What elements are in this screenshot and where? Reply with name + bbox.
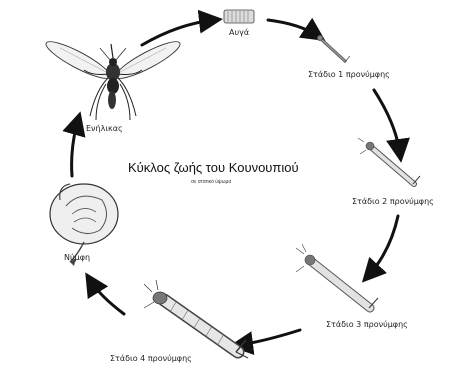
arrow-pupa-to-adult	[72, 120, 78, 176]
arrow-larva2-to-larva3	[368, 216, 398, 276]
larva1-illustration	[318, 36, 351, 63]
diagram-subtitle: σε στατικό ύψωμα	[191, 179, 231, 185]
larva4-illustration	[144, 280, 248, 358]
label-larva3: Στάδιο 3 προνύμφης	[326, 320, 408, 329]
label-larva4: Στάδιο 4 προνύμφης	[110, 354, 192, 363]
larva2-illustration	[358, 138, 420, 184]
arrow-larva3-to-larva4	[238, 330, 300, 345]
label-larva2: Στάδιο 2 προνύμφης	[352, 197, 434, 206]
label-larva1: Στάδιο 1 προνύμφης	[308, 70, 390, 79]
arrow-eggs-to-larva1	[268, 20, 318, 36]
arrow-larva1-to-larva2	[374, 90, 400, 154]
diagram-title: Κύκλος ζωής του Κουνουπιού	[128, 160, 299, 175]
label-adult: Ενήλικας	[86, 124, 123, 133]
label-eggs: Αυγά	[229, 28, 249, 37]
larva3-illustration	[296, 244, 378, 308]
adult-mosquito-illustration	[42, 36, 183, 120]
arrow-adult-to-eggs	[142, 20, 214, 45]
eggs-illustration	[224, 10, 254, 23]
arrow-larva4-to-pupa	[90, 280, 124, 314]
label-pupa: Νύμφη	[64, 253, 90, 262]
